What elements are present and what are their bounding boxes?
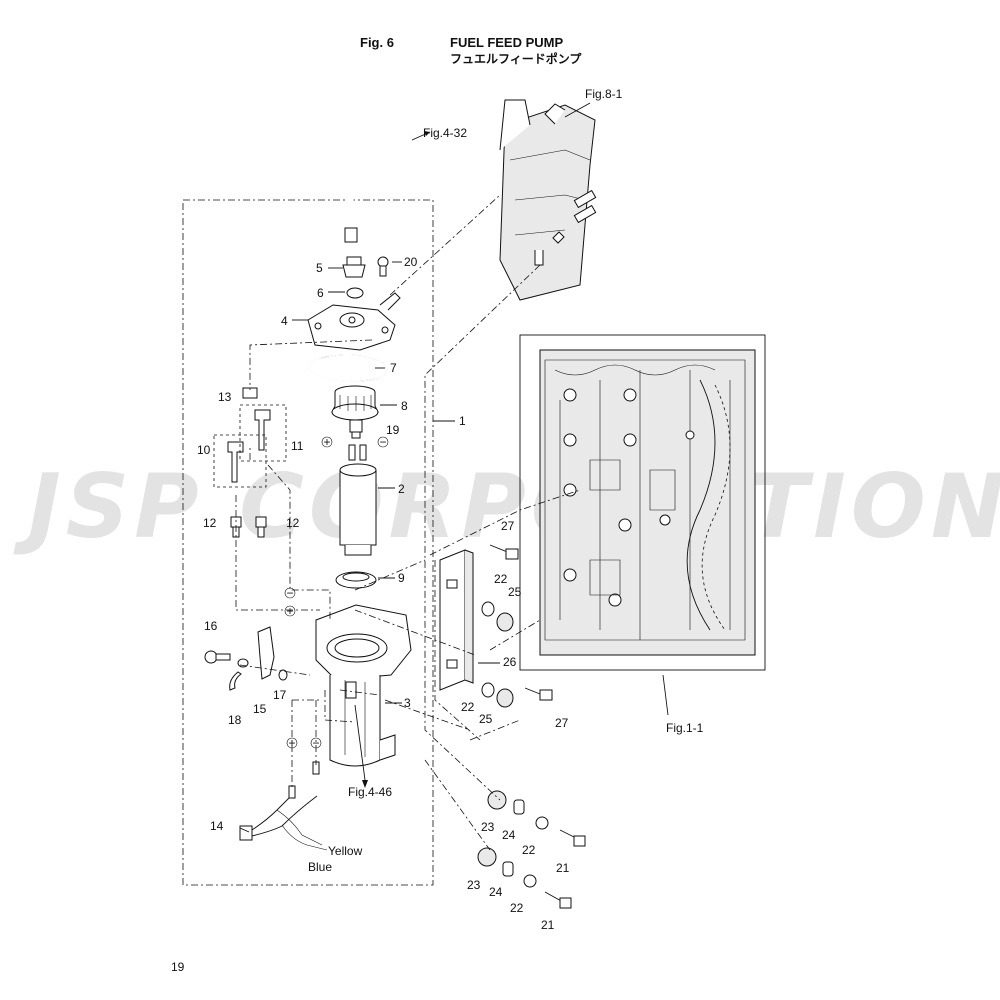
terminal-group-box-11 (239, 404, 287, 462)
callout-18: 18 (228, 713, 242, 727)
terminal-part-13 (242, 387, 258, 399)
callout-24-lower: 24 (489, 885, 503, 899)
callout-1: 1 (459, 414, 466, 428)
plus-mark: + (286, 604, 293, 618)
callout-3: 3 (404, 696, 411, 710)
minus-mark: − (379, 435, 386, 449)
polarity-markers: + − − + + − (284, 435, 389, 750)
callout-11: 11 (291, 439, 304, 453)
bolt-part-21-lower (544, 891, 572, 909)
mounting-bracket-part-26 (439, 549, 474, 691)
callout-numbers: 1 2 3 4 5 6 7 8 9 10 11 12 12 13 14 15 1… (197, 255, 570, 932)
callout-5: 5 (316, 261, 323, 275)
callout-22-upper-b: 22 (522, 843, 536, 857)
wire-harness-part-14 (239, 761, 328, 851)
washer-part-22-upper-b (535, 816, 549, 830)
callout-14: 14 (210, 819, 224, 833)
fuel-pump-part-2 (339, 444, 377, 556)
pump-cover-part-4 (307, 292, 401, 351)
washer-part-22-lower (481, 682, 495, 698)
callout-12-right: 12 (286, 516, 300, 530)
callout-19: 19 (386, 423, 400, 437)
fuel-hose (344, 131, 431, 243)
ref-label-fig-4-32: Fig.4-32 (423, 126, 467, 140)
callout-24-upper: 24 (502, 828, 516, 842)
callout-21-upper: 21 (556, 861, 570, 875)
callout-26: 26 (503, 655, 517, 669)
grommet-part-23-upper (487, 790, 507, 810)
grommet-part-17 (278, 669, 288, 681)
filter-part-19 (349, 419, 363, 439)
minus-mark: − (312, 736, 319, 750)
cap-part-12-right (255, 516, 267, 538)
washer-part-22-upper (481, 601, 495, 617)
callout-12-left: 12 (203, 516, 217, 530)
bolt-part-21-upper (559, 829, 586, 847)
collar-part-24-lower (502, 861, 514, 877)
callout-22-lower-b: 22 (510, 901, 524, 915)
grommet-part-23-lower (477, 847, 497, 867)
collar-part-24-upper (513, 799, 525, 815)
callout-6: 6 (317, 286, 324, 300)
callout-27-lower: 27 (555, 716, 569, 730)
fitting-part-5 (342, 256, 366, 278)
engine-block-inset (519, 334, 766, 671)
assembly-boundary (182, 199, 434, 886)
callout-22-lower: 22 (461, 700, 475, 714)
callout-10: 10 (197, 443, 211, 457)
minus-mark: − (286, 586, 293, 600)
callout-25-upper: 25 (508, 585, 522, 599)
bolt-part-27-lower (524, 687, 553, 701)
callout-22-upper: 22 (494, 572, 508, 586)
washer-part-22-lower-b (523, 874, 537, 888)
callout-15: 15 (253, 702, 267, 716)
grommet-part-25-lower (496, 688, 514, 708)
callout-13: 13 (218, 390, 232, 404)
vapor-separator-tank (499, 99, 597, 301)
bolt-part-27-upper (489, 544, 519, 560)
damper-ring-part-9 (335, 571, 377, 589)
figure-number: Fig. 6 (360, 35, 394, 50)
reference-lines (235, 194, 581, 851)
callout-7: 7 (390, 361, 397, 375)
wire-color-blue: Blue (308, 860, 332, 874)
ref-label-fig-8-1: Fig.8-1 (585, 87, 623, 101)
ref-label-fig-4-46: Fig.4-46 (348, 785, 392, 799)
figure-title: FUEL FEED PUMP (450, 35, 564, 50)
clip-part-18 (229, 671, 242, 691)
plus-mark: + (323, 435, 330, 449)
pump-housing-part-3 (315, 604, 412, 767)
bracket-part-15 (257, 626, 275, 680)
callout-17: 17 (273, 688, 287, 702)
o-ring-part-6 (346, 287, 364, 299)
callout-27-upper: 27 (501, 519, 515, 533)
callout-23-lower: 23 (467, 878, 481, 892)
ref-label-fig-1-1: Fig.1-1 (666, 721, 704, 735)
retaining-nut-part-8 (331, 385, 379, 421)
grommet-part-25-upper (496, 612, 514, 632)
bolt-part-16 (204, 650, 231, 664)
terminal-part-11 (254, 409, 271, 451)
callout-20: 20 (404, 255, 418, 269)
screw-part-20 (377, 256, 389, 277)
callout-4: 4 (281, 314, 288, 328)
callout-8: 8 (401, 399, 408, 413)
callout-21-lower: 21 (541, 918, 555, 932)
callout-leaders (239, 102, 669, 833)
wire-color-yellow: Yellow (328, 844, 363, 858)
terminal-part-10 (227, 441, 244, 483)
terminal-group-box-10 (213, 434, 267, 488)
figure-title-japanese: フュエルフィードポンプ (450, 52, 582, 66)
plus-mark: + (288, 736, 295, 750)
callout-25-lower: 25 (479, 712, 493, 726)
callout-16: 16 (204, 619, 218, 633)
callout-23-upper: 23 (481, 820, 495, 834)
callout-2: 2 (398, 482, 405, 496)
page-number: 19 (171, 960, 185, 974)
callout-9: 9 (398, 571, 405, 585)
